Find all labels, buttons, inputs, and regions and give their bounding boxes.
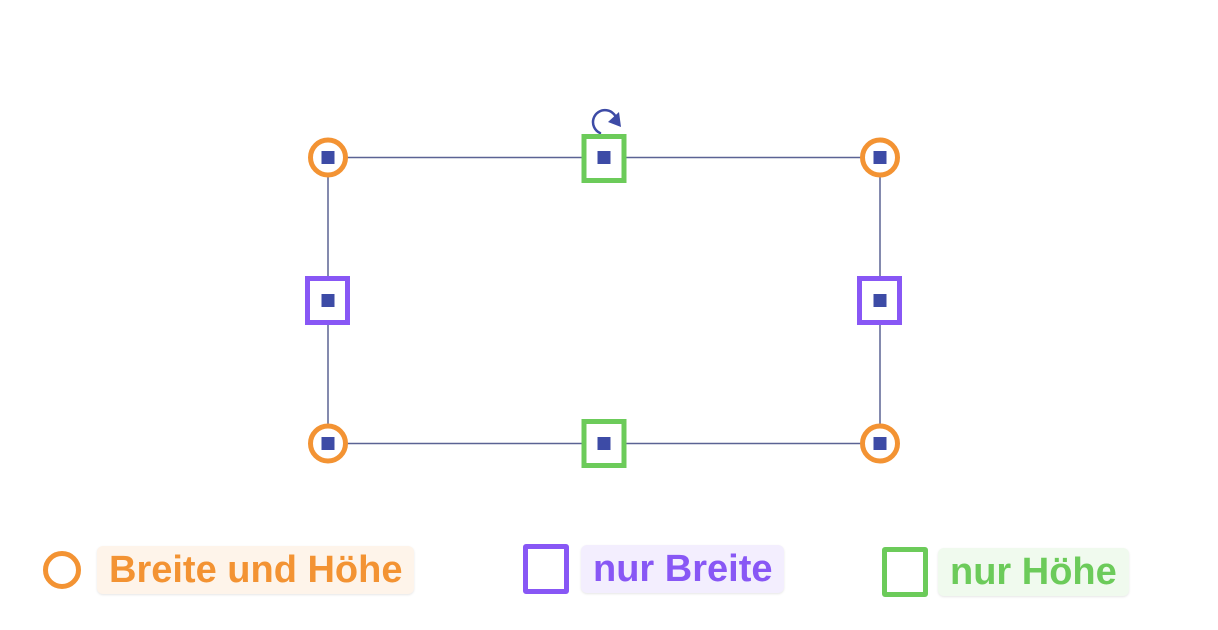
legend-label-height-only: nur Höhe xyxy=(938,548,1129,596)
handle-core xyxy=(321,294,335,307)
handle-top-right[interactable] xyxy=(860,137,900,178)
rotate-icon[interactable] xyxy=(591,108,621,135)
handle-core xyxy=(873,151,887,164)
handle-core xyxy=(597,151,611,164)
square-handle-icon xyxy=(857,276,902,325)
legend-width-and-height: Breite und Höhe xyxy=(43,546,415,594)
handle-middle-left[interactable] xyxy=(305,276,350,325)
selection-frame xyxy=(327,156,881,445)
square-handle-icon xyxy=(581,419,627,468)
legend-height-only: nur Höhe xyxy=(882,547,1129,597)
legend-label-width-only: nur Breite xyxy=(581,545,785,593)
handle-bottom-left[interactable] xyxy=(308,423,348,464)
handle-core xyxy=(873,294,887,307)
square-handle-icon xyxy=(882,547,928,597)
handle-top-center[interactable] xyxy=(581,134,627,183)
circle-handle-icon xyxy=(43,551,81,589)
handle-bottom-center[interactable] xyxy=(581,419,627,468)
handle-core xyxy=(321,437,335,450)
handle-middle-right[interactable] xyxy=(857,276,902,325)
handle-top-left[interactable] xyxy=(308,137,348,178)
handle-core xyxy=(597,437,611,450)
handle-core xyxy=(321,151,335,164)
handle-core xyxy=(873,437,887,450)
legend-label-width-and-height: Breite und Höhe xyxy=(97,546,415,594)
handle-bottom-right[interactable] xyxy=(860,423,900,464)
legend-width-only: nur Breite xyxy=(523,544,785,594)
square-handle-icon xyxy=(523,544,569,594)
